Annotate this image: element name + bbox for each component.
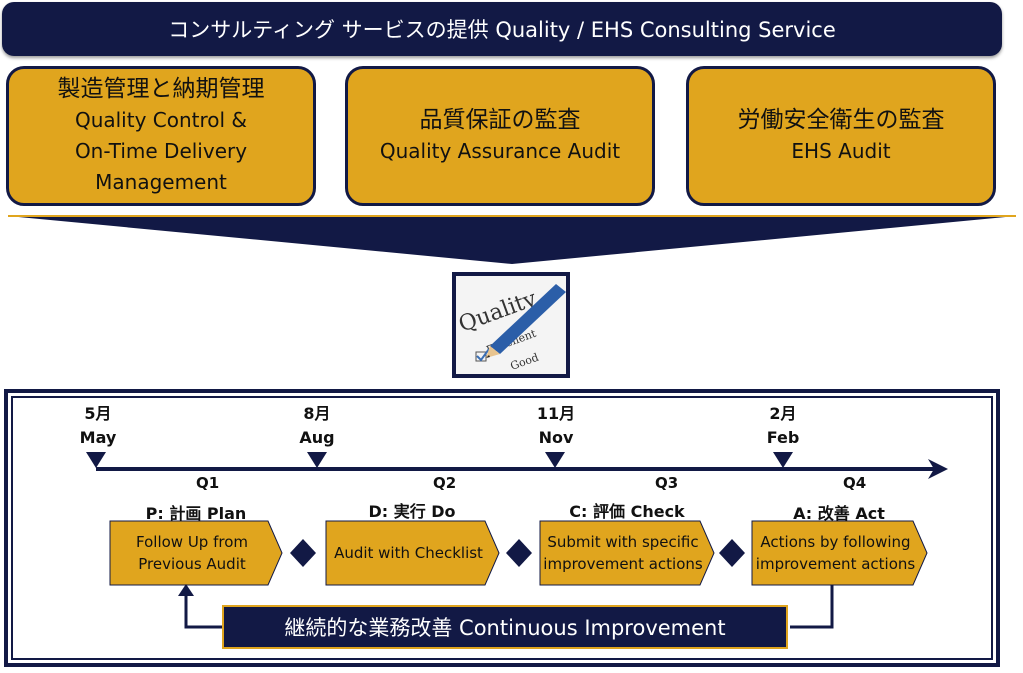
page-title: コンサルティング サービスの提供 Quality / EHS Consultin… — [2, 2, 1002, 56]
service-jp-label: 品質保証の監査 — [419, 107, 581, 133]
funnel-shape — [8, 216, 1016, 264]
pencil-checklist-icon: Quality Excellent Good — [456, 276, 566, 374]
diamond-separator — [506, 539, 532, 567]
phase-label-act: A: 改善 Act — [793, 504, 885, 523]
quarter-label-q2: Q2 — [433, 474, 457, 492]
month-marker — [307, 452, 327, 468]
quarter-label-q4: Q4 — [843, 474, 867, 492]
service-box-quality-control: 製造管理と納期管理 Quality Control & On-Time Deli… — [6, 66, 316, 206]
month-marker — [773, 452, 793, 468]
service-en-line: Management — [95, 170, 227, 194]
diamond-separator — [719, 539, 745, 567]
month-marker — [86, 452, 106, 468]
phase-label-do: D: 実行 Do — [368, 502, 456, 521]
phase-chevron-do — [325, 520, 500, 586]
timeline-arrowhead — [928, 459, 948, 479]
month-en: Nov — [538, 428, 574, 447]
action-line: Audit with Checklist — [334, 544, 483, 562]
service-box-quality-assurance: 品質保証の監査 Quality Assurance Audit — [345, 66, 655, 206]
service-en-line: EHS Audit — [791, 139, 891, 163]
month-label-aug: 8月 Aug — [277, 402, 357, 450]
month-jp: 2月 — [769, 404, 797, 423]
loop-arrowhead — [178, 584, 194, 596]
month-jp: 5月 — [84, 404, 112, 423]
month-label-nov: 11月 Nov — [516, 402, 596, 450]
phase-label-check: C: 評価 Check — [569, 502, 685, 521]
pdca-inner-border — [11, 396, 993, 660]
continuous-improvement-bar: 継続的な業務改善 Continuous Improvement — [222, 605, 788, 649]
phase-action-act: Actions by following improvement actions — [752, 521, 919, 585]
month-en: Feb — [766, 428, 800, 447]
service-en-line: Quality Control & — [74, 108, 248, 132]
quality-checklist-image: Quality Excellent Good — [452, 272, 570, 378]
action-line: Actions by following — [760, 533, 911, 551]
quarter-label-q3: Q3 — [655, 474, 679, 492]
service-en-line: On-Time Delivery — [74, 139, 248, 163]
loop-connector-left — [184, 594, 222, 629]
action-line: improvement actions — [755, 555, 916, 573]
month-jp: 8月 — [303, 404, 331, 423]
service-jp-label: 製造管理と納期管理 — [57, 76, 265, 102]
phase-action-plan: Follow Up from Previous Audit — [110, 521, 274, 585]
phase-chevron-act — [751, 520, 928, 586]
phase-chevron-check — [539, 520, 715, 586]
month-label-may: 5月 May — [58, 402, 138, 450]
month-en: May — [79, 428, 117, 447]
service-jp-label: 労働安全衛生の監査 — [737, 107, 945, 133]
quarter-label-q1: Q1 — [196, 474, 220, 492]
phase-label-plan: P: 計画 Plan — [145, 504, 247, 523]
month-en: Aug — [299, 428, 335, 447]
phase-action-check: Submit with specific improvement actions — [540, 521, 706, 585]
service-box-ehs-audit: 労働安全衛生の監査 EHS Audit — [686, 66, 996, 206]
diamond-separator — [290, 539, 316, 567]
action-line: Follow Up from — [136, 533, 248, 551]
month-jp: 11月 — [536, 404, 576, 423]
phase-chevron-plan — [109, 520, 283, 586]
action-line: Previous Audit — [138, 555, 246, 573]
action-line: improvement actions — [543, 555, 703, 573]
month-label-feb: 2月 Feb — [743, 402, 823, 450]
funnel-arrow — [8, 215, 1016, 264]
service-en-line: Quality Assurance Audit — [379, 139, 621, 163]
loop-connector-right — [790, 585, 834, 629]
action-line: Submit with specific — [547, 533, 699, 551]
month-marker — [545, 452, 565, 468]
phase-action-do: Audit with Checklist — [326, 521, 491, 585]
